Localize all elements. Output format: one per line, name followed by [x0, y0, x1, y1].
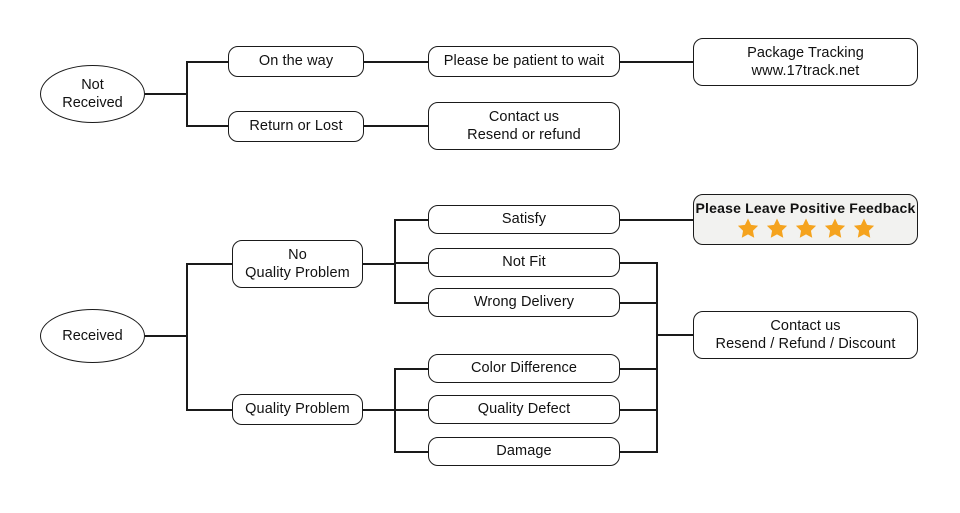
- connector-on-the-way-to-please-wait: [364, 61, 429, 63]
- feedback-text: Please Leave Positive Feedback: [695, 200, 916, 216]
- node-quality-defect[interactable]: Quality Defect: [428, 395, 620, 424]
- node-wrong-delivery[interactable]: Wrong Delivery: [428, 288, 620, 317]
- connector-merge-trunk: [656, 262, 658, 453]
- connector-color-difference-merge: [620, 368, 658, 370]
- node-not-fit[interactable]: Not Fit: [428, 248, 620, 277]
- node-damage[interactable]: Damage: [428, 437, 620, 466]
- connector-quality-defect-merge: [620, 409, 658, 411]
- node-no-quality-problem-line2: Quality Problem: [245, 265, 350, 281]
- connector-please-wait-to-package-tracking: [620, 61, 694, 63]
- connector-nqp-to-wrong-delivery: [394, 302, 429, 304]
- connector-received-trunk: [186, 263, 188, 411]
- node-package-tracking-line1: Package Tracking: [747, 44, 864, 61]
- connector-not-received-to-on-the-way: [186, 61, 230, 63]
- node-on-the-way-label: On the way: [258, 53, 334, 70]
- node-please-be-patient-label: Please be patient to wait: [443, 53, 605, 70]
- connector-qp-to-damage: [394, 451, 429, 453]
- node-contact-us-resend-refund-discount[interactable]: Contact us Resend / Refund / Discount: [693, 311, 918, 359]
- node-wrong-delivery-label: Wrong Delivery: [473, 294, 575, 311]
- star-icon[interactable]: [737, 217, 759, 239]
- connector-qp-to-color-difference: [394, 368, 429, 370]
- node-quality-defect-label: Quality Defect: [477, 401, 571, 418]
- node-color-difference-label: Color Difference: [470, 360, 578, 377]
- node-package-tracking-url[interactable]: www.17track.net: [751, 63, 860, 79]
- node-color-difference[interactable]: Color Difference: [428, 354, 620, 383]
- connector-received-to-no-quality-problem: [186, 263, 232, 265]
- node-return-or-lost-label: Return or Lost: [249, 118, 343, 135]
- connector-not-received-stem: [145, 93, 188, 95]
- connector-nqp-to-not-fit: [394, 262, 429, 264]
- node-on-the-way[interactable]: On the way: [228, 46, 364, 77]
- star-icon[interactable]: [766, 217, 788, 239]
- connector-not-fit-merge: [620, 262, 658, 264]
- node-contact-us-resend-refund[interactable]: Contact us Resend or refund: [428, 102, 620, 150]
- node-return-or-lost[interactable]: Return or Lost: [228, 111, 364, 142]
- node-damage-label: Damage: [496, 443, 552, 460]
- node-contact-us-line1: Contact us: [488, 108, 560, 125]
- node-not-received-line1: Not: [81, 76, 104, 93]
- node-contact-us-bottom-line2: Resend / Refund / Discount: [715, 336, 896, 352]
- connector-not-received-trunk: [186, 61, 188, 127]
- node-contact-us-line2: Resend or refund: [467, 127, 581, 143]
- star-icon[interactable]: [795, 217, 817, 239]
- star-rating[interactable]: [737, 217, 875, 239]
- connector-received-stem: [145, 335, 188, 337]
- connector-damage-merge: [620, 451, 658, 453]
- node-received-line1: Received: [62, 327, 123, 344]
- connector-nqp-to-satisfy: [394, 219, 429, 221]
- node-no-quality-problem-line1: No: [288, 246, 307, 263]
- node-not-received-line2: Received: [62, 95, 123, 111]
- node-satisfy-label: Satisfy: [501, 211, 547, 228]
- star-icon[interactable]: [853, 217, 875, 239]
- connector-satisfy-to-feedback: [620, 219, 694, 221]
- node-quality-problem-label: Quality Problem: [245, 401, 350, 418]
- star-icon[interactable]: [824, 217, 846, 239]
- node-not-fit-label: Not Fit: [502, 254, 546, 271]
- connector-qp-to-quality-defect: [394, 409, 429, 411]
- node-satisfy[interactable]: Satisfy: [428, 205, 620, 234]
- connector-not-received-to-return-or-lost: [186, 125, 230, 127]
- connector-return-or-lost-to-contact-us: [364, 125, 429, 127]
- node-package-tracking[interactable]: Package Tracking www.17track.net: [693, 38, 918, 86]
- connector-nqp-trunk: [394, 219, 396, 303]
- connector-nqp-stem: [363, 263, 396, 265]
- node-leave-positive-feedback[interactable]: Please Leave Positive Feedback: [693, 194, 918, 245]
- node-contact-us-bottom-line1: Contact us: [770, 317, 841, 334]
- node-please-be-patient[interactable]: Please be patient to wait: [428, 46, 620, 77]
- connector-received-to-quality-problem: [186, 409, 232, 411]
- connector-wrong-delivery-merge: [620, 302, 658, 304]
- node-quality-problem[interactable]: Quality Problem: [232, 394, 363, 425]
- node-not-received[interactable]: Not Received: [40, 65, 145, 123]
- connector-qp-stem: [363, 409, 396, 411]
- node-received[interactable]: Received: [40, 309, 145, 363]
- connector-merge-to-contact-us: [656, 334, 694, 336]
- node-no-quality-problem[interactable]: No Quality Problem: [232, 240, 363, 288]
